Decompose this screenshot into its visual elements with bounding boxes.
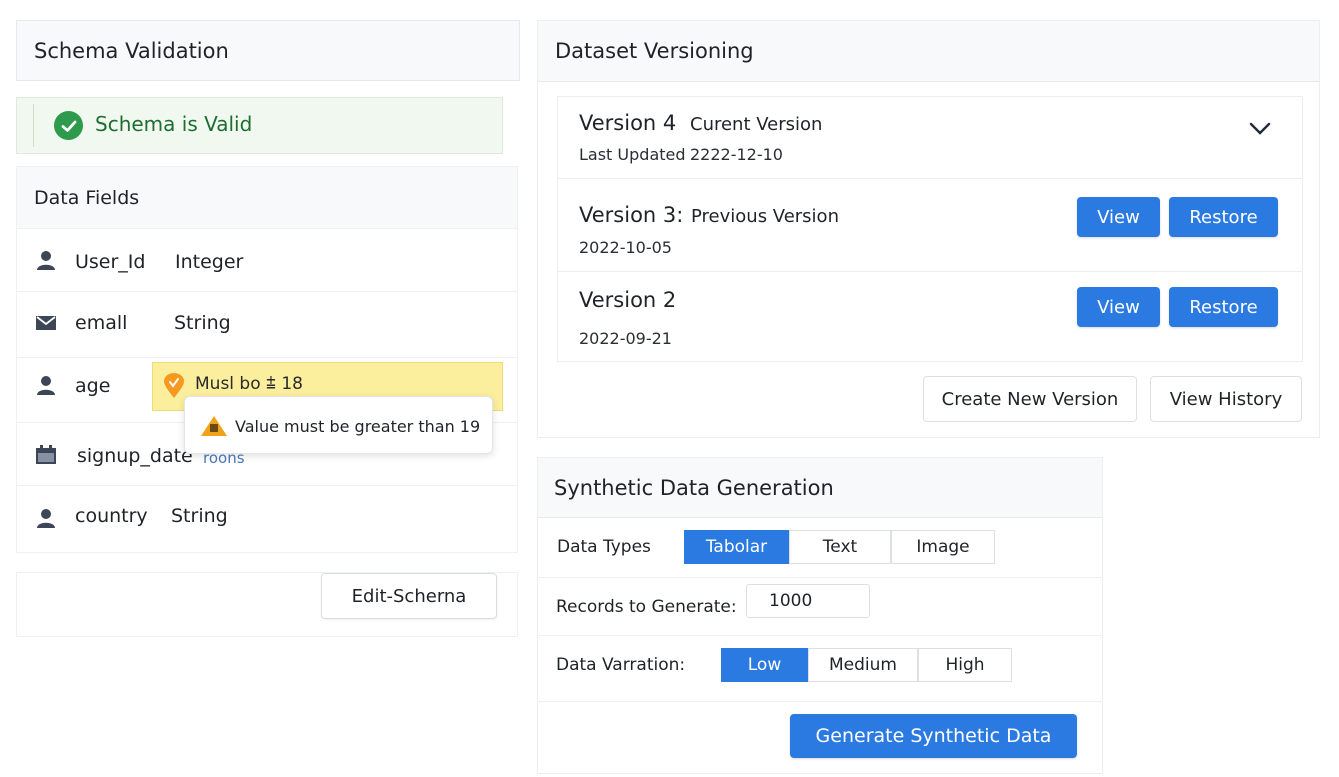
edit-schema-footer: Edit-Scherna (16, 572, 518, 637)
field-row-age[interactable]: age (17, 358, 517, 422)
calendar-icon (35, 445, 57, 467)
restore-button[interactable]: Restore (1169, 197, 1278, 237)
tooltip-text: Value must be greater than 19 (235, 417, 481, 436)
version-date: 2022-09-21 (579, 329, 672, 348)
data-type-image[interactable]: Image (891, 530, 995, 564)
user-icon (35, 249, 57, 271)
field-type: Integer (175, 251, 244, 273)
variation-medium[interactable]: Medium (808, 648, 918, 682)
variation-low[interactable]: Low (721, 648, 808, 682)
field-type: String (171, 505, 228, 527)
user-icon (35, 507, 57, 529)
data-types-row: Data Types Tabolar Text Image (538, 518, 1102, 578)
version-date-label: Last Updated (579, 145, 686, 164)
data-type-text[interactable]: Text (789, 530, 891, 564)
view-button[interactable]: View (1077, 287, 1160, 327)
version-name: Version 2 (579, 288, 677, 312)
version-tag: Curent Version (690, 114, 823, 135)
version-item[interactable]: Version 2 2022-09-21 View Restore (558, 272, 1302, 362)
warning-pin-icon (163, 373, 185, 403)
variation-segmented: Low Medium High (721, 648, 1012, 682)
version-date: 2222-12-10 (690, 145, 783, 164)
generate-synthetic-data-button[interactable]: Generate Synthetic Data (790, 714, 1077, 758)
synthetic-data-title: Synthetic Data Generation (554, 475, 834, 500)
variation-high[interactable]: High (918, 648, 1012, 682)
data-types-label: Data Types (557, 537, 651, 557)
field-name: signup_date (77, 445, 193, 467)
age-warning-text: Musl bo ⩲ 18 (195, 374, 303, 394)
version-name: Version 4 (579, 111, 677, 135)
field-type: String (174, 312, 231, 334)
synthetic-data-header: Synthetic Data Generation (538, 458, 1102, 518)
schema-status-text: Schema is Valid (95, 112, 253, 136)
schema-validation-title: Schema Validation (34, 38, 229, 63)
edit-schema-button[interactable]: Edit-Scherna (321, 573, 497, 619)
user-icon (35, 374, 57, 396)
version-item[interactable]: Version 3: Previous Version 2022-10-05 V… (558, 179, 1302, 272)
version-date: 2022-10-05 (579, 238, 672, 257)
warning-triangle-icon (200, 415, 228, 441)
dataset-versioning-panel: Dataset Versioning Version 4 Curent Vers… (537, 20, 1320, 438)
field-row-email[interactable]: emall String (17, 292, 517, 358)
validation-tooltip: Value must be greater than 19 (184, 396, 493, 454)
schema-valid-banner: Schema is Valid (16, 97, 503, 154)
records-row: Records to Generate: (538, 578, 1102, 636)
data-fields-title: Data Fields (17, 167, 517, 229)
data-fields-panel: Data Fields User_Id Integer emall String… (16, 166, 518, 553)
field-name: age (75, 375, 111, 397)
field-name: User_Id (75, 251, 146, 273)
mail-icon (35, 314, 57, 336)
variation-row: Data Varration: Low Medium High (538, 636, 1102, 702)
check-circle-icon (54, 111, 83, 140)
create-new-version-button[interactable]: Create New Version (923, 376, 1137, 422)
synthetic-data-panel: Synthetic Data Generation Data Types Tab… (537, 457, 1103, 774)
records-label: Records to Generate: (556, 597, 737, 617)
dataset-versioning-title: Dataset Versioning (555, 39, 754, 63)
view-button[interactable]: View (1077, 197, 1160, 237)
banner-divider (33, 104, 34, 147)
field-name: emall (75, 312, 128, 334)
variation-label: Data Varration: (556, 655, 686, 675)
chevron-down-icon[interactable] (1249, 121, 1271, 140)
version-item[interactable]: Version 4 Curent Version Last Updated 22… (558, 97, 1302, 179)
field-row-user-id[interactable]: User_Id Integer (17, 229, 517, 292)
field-name: country (75, 505, 148, 527)
data-types-segmented: Tabolar Text Image (684, 530, 995, 564)
version-name: Version 3: (579, 203, 684, 227)
version-list: Version 4 Curent Version Last Updated 22… (557, 96, 1303, 362)
data-type-tabolar[interactable]: Tabolar (684, 530, 789, 564)
schema-validation-header: Schema Validation (16, 20, 520, 81)
dataset-versioning-header: Dataset Versioning (538, 21, 1319, 82)
view-history-button[interactable]: View History (1150, 376, 1302, 422)
version-tag: Previous Version (691, 206, 839, 227)
records-input[interactable] (746, 584, 870, 618)
field-row-country[interactable]: country String (17, 486, 517, 552)
restore-button[interactable]: Restore (1169, 287, 1278, 327)
